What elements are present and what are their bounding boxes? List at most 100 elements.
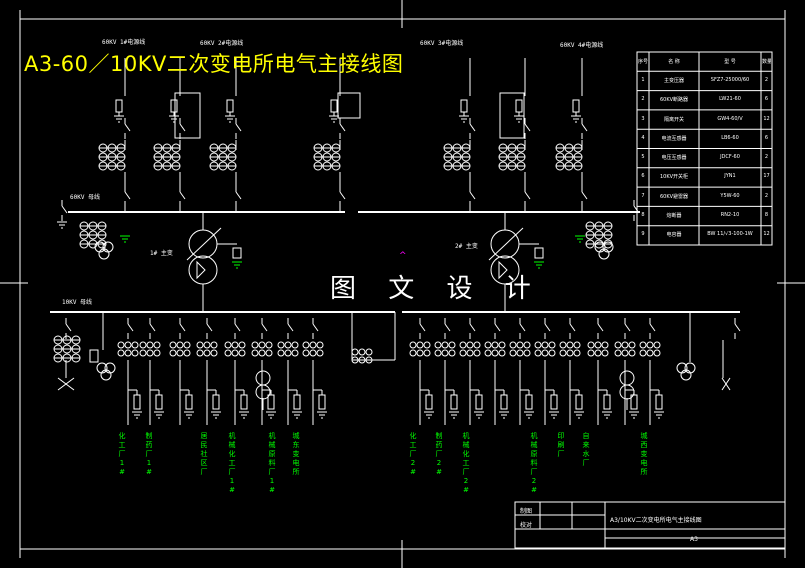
- feeder-right-2-c-1: [441, 341, 449, 349]
- feeder-left-2-arr: [155, 394, 163, 410]
- feeder-right-2-arr: [450, 394, 458, 410]
- bay-60-7-sw1-b: [581, 123, 588, 132]
- feeder-label-right-1: 化工厂2#: [409, 432, 417, 476]
- feeder-left-3-sw-b: [179, 323, 186, 332]
- table-cell-6-0: 6: [641, 173, 645, 180]
- bridge-frame-left: [174, 92, 201, 139]
- feeder-left-4-c-1: [203, 341, 211, 349]
- bay-60-2-arr-body: [170, 99, 178, 113]
- title-block-checked: 校对: [520, 522, 533, 529]
- bay-60-pt-mid-sw2-b: [339, 191, 346, 200]
- station-tx-left-s: [255, 384, 271, 400]
- feeder-left-4-arr: [212, 394, 220, 410]
- feeder-right-9-c-1: [621, 341, 629, 349]
- table-cell-9-1: 电容器: [666, 232, 682, 239]
- feeder-right-2-c-2: [448, 341, 456, 349]
- table-cell-5-2: JDCF-60: [720, 154, 740, 161]
- feeder-left-3-d-0: [169, 349, 177, 357]
- feeder-right-3-d-1: [466, 349, 474, 357]
- feeder-left-5-c-1: [231, 341, 239, 349]
- line-label-2: 60KV 2#电源线: [200, 40, 244, 47]
- title-block-drawing-title: A3/10KV二次变电所电气主接线图: [610, 517, 702, 524]
- feeder-right-3-c-2: [473, 341, 481, 349]
- title-block-drawn: 制图: [520, 508, 533, 515]
- feeder-right-7-arr: [575, 394, 583, 410]
- table-cell-4-2: LB6-60: [721, 134, 739, 141]
- table-header-1: 名 称: [668, 58, 680, 65]
- bay-60-pt-mid-arr-body: [330, 99, 338, 113]
- table-cell-3-1: 隔离开关: [663, 116, 684, 123]
- feeder-left-2-c-1: [146, 341, 154, 349]
- feeder-left-7-d-2: [291, 349, 299, 357]
- feeder-right-4-d-0: [484, 349, 492, 357]
- feeder-right-6-c-1: [541, 341, 549, 349]
- feeder-right-10-c-2: [653, 341, 661, 349]
- table-cell-7-1: 60KV避雷器: [659, 193, 689, 200]
- feeder-left-5-c-0: [224, 341, 232, 349]
- feeder-left-8-c-2: [316, 341, 324, 349]
- feeder-right-9-d-2: [628, 349, 636, 357]
- feeder-left-4-d-2: [210, 349, 218, 357]
- feeder-right-10-d-1: [646, 349, 654, 357]
- watermark: 图 文 设 计: [330, 274, 543, 304]
- pt60-left-sw-b: [61, 205, 68, 214]
- transformer-1-lv-winding: [188, 255, 218, 285]
- bay-60-1-sw2-b: [124, 191, 131, 200]
- bay-60-3-arr-body: [226, 99, 234, 113]
- bay-60-6-sw1-b: [524, 123, 531, 132]
- bus10-left-vt-b: [104, 362, 116, 374]
- transformer-2-neutral-res: [534, 247, 544, 259]
- feeder-left-5-sw-b: [234, 323, 241, 332]
- feeder-left-8-d-2: [316, 349, 324, 357]
- feeder-right-4-sw-b: [494, 323, 501, 332]
- feeder-right-7-d-1: [566, 349, 574, 357]
- feeder-right-8-d-0: [587, 349, 595, 357]
- table-cell-5-0: 5: [641, 154, 645, 161]
- feeder-left-1-d-2: [131, 349, 139, 357]
- feeder-right-10-c-0: [639, 341, 647, 349]
- feeder-left-2-sw-b: [149, 323, 156, 332]
- feeder-left-1-c-1: [124, 341, 132, 349]
- table-header-2: 型 号: [724, 58, 736, 65]
- feeder-left-8-d-0: [302, 349, 310, 357]
- feeder-right-7-d-2: [573, 349, 581, 357]
- pt60-left-coil-a: [94, 241, 106, 253]
- pt60-right-coil-b: [602, 241, 614, 253]
- feeder-right-5-d-0: [509, 349, 517, 357]
- line-label-4: 60KV 4#电源线: [560, 42, 604, 49]
- transformer-1-tap-arrow: [186, 227, 222, 261]
- feeder-left-5-d-1: [231, 349, 239, 357]
- feeder-label-left-2: 制药厂1#: [145, 432, 153, 476]
- feeder-right-5-d-2: [523, 349, 531, 357]
- feeder-right-6-c-2: [548, 341, 556, 349]
- feeder-left-6-d-1: [258, 349, 266, 357]
- table-cell-8-3: 8: [764, 212, 769, 219]
- feeder-right-3-sw-b: [469, 323, 476, 332]
- bay-60-2-sw2-b: [179, 191, 186, 200]
- bus10-right-pt-sw-b: [734, 323, 741, 332]
- table-cell-8-2: RN2-10: [720, 212, 740, 219]
- feeder-left-7-sw-b: [287, 323, 294, 332]
- feeder-right-2-sw-b: [444, 323, 451, 332]
- transformer-1-lv-symbol: [196, 260, 206, 280]
- bay-60-7-sw2-b: [581, 191, 588, 200]
- table-cell-2-1: 60KV断路器: [659, 97, 689, 104]
- feeder-left-6-sw-b: [261, 323, 268, 332]
- feeder-right-6-arr: [550, 394, 558, 410]
- feeder-right-7-sw-b: [569, 323, 576, 332]
- table-cell-7-2: Y5W-60: [720, 192, 740, 199]
- feeder-right-8-c-1: [594, 341, 602, 349]
- feeder-label-right-2: 制药厂2#: [435, 432, 443, 476]
- feeder-right-5-d-1: [516, 349, 524, 357]
- bay-60-5-sw2-b: [469, 191, 476, 200]
- bay-60-5-arr-body: [460, 99, 468, 113]
- table-cell-3-2: GW4-60/V: [717, 115, 743, 122]
- feeder-right-1-sw-b: [419, 323, 426, 332]
- bus60-label: 60KV 母线: [70, 194, 101, 201]
- title-block-frame: [514, 501, 786, 549]
- feeder-right-5-c-2: [523, 341, 531, 349]
- feeder-left-3-c-2: [183, 341, 191, 349]
- bay-60-5-sw1-b: [469, 123, 476, 132]
- feeder-right-8-sw-b: [597, 323, 604, 332]
- table-cell-4-0: 4: [641, 134, 645, 141]
